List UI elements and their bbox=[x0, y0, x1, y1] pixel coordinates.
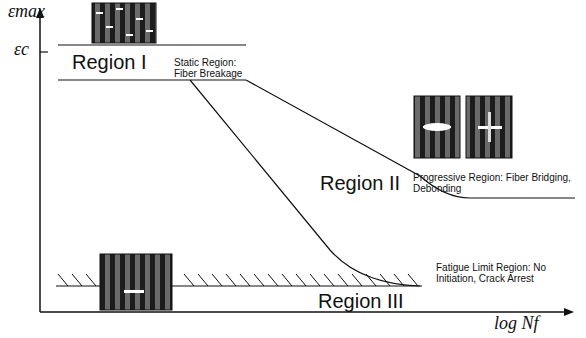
micrograph-debonding bbox=[466, 96, 512, 158]
band-line bbox=[58, 79, 246, 80]
x-axis bbox=[40, 311, 566, 313]
tick-mark bbox=[40, 51, 48, 52]
axis-label: log Nf bbox=[494, 314, 539, 334]
sn-curve-lower bbox=[190, 80, 420, 286]
micrograph-fiber-bridging bbox=[414, 96, 460, 158]
tick-label: εc bbox=[14, 40, 29, 60]
region-label: Region II bbox=[318, 172, 402, 194]
micrograph-fiber-breakage bbox=[92, 3, 156, 43]
micrograph-crack-arrest bbox=[100, 254, 172, 310]
axis-arrowhead bbox=[564, 308, 574, 316]
axis-label: εmax bbox=[8, 2, 45, 22]
region-note: Fatigue Limit Region: No Initiation, Cra… bbox=[436, 262, 576, 284]
region-label: Region III bbox=[318, 290, 404, 312]
band-line bbox=[58, 44, 246, 45]
region-label: Region I bbox=[72, 51, 147, 73]
y-axis bbox=[39, 16, 41, 312]
region-note: Static Region: Fiber Breakage bbox=[174, 57, 246, 79]
region-note: Progressive Region: Fiber Bridging, Debo… bbox=[413, 172, 583, 194]
